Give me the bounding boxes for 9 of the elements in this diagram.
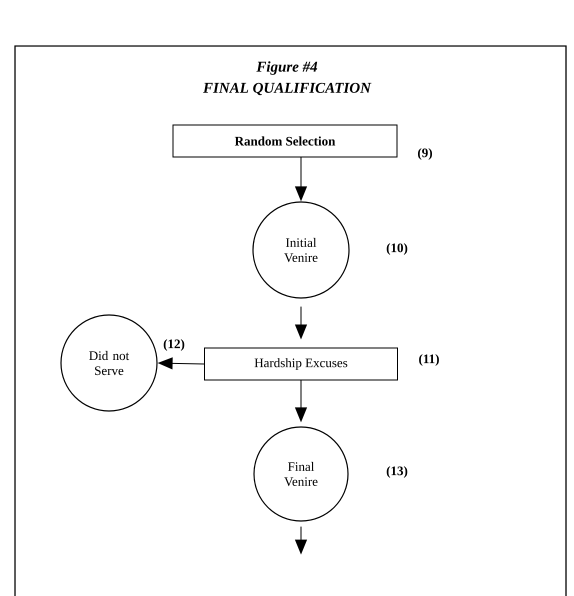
process-box: Hardship Excuses: [204, 348, 398, 380]
figure-title: Figure #4: [256, 61, 318, 75]
step-number: (10): [386, 243, 408, 255]
figure-subtitle: FINAL QUALIFICATION: [203, 82, 372, 96]
step-number: (13): [386, 466, 408, 478]
step-number: (12): [164, 339, 184, 351]
step-number: (9): [418, 148, 432, 160]
step-number: (11): [419, 354, 439, 366]
process-box: Random Selection: [172, 124, 398, 158]
